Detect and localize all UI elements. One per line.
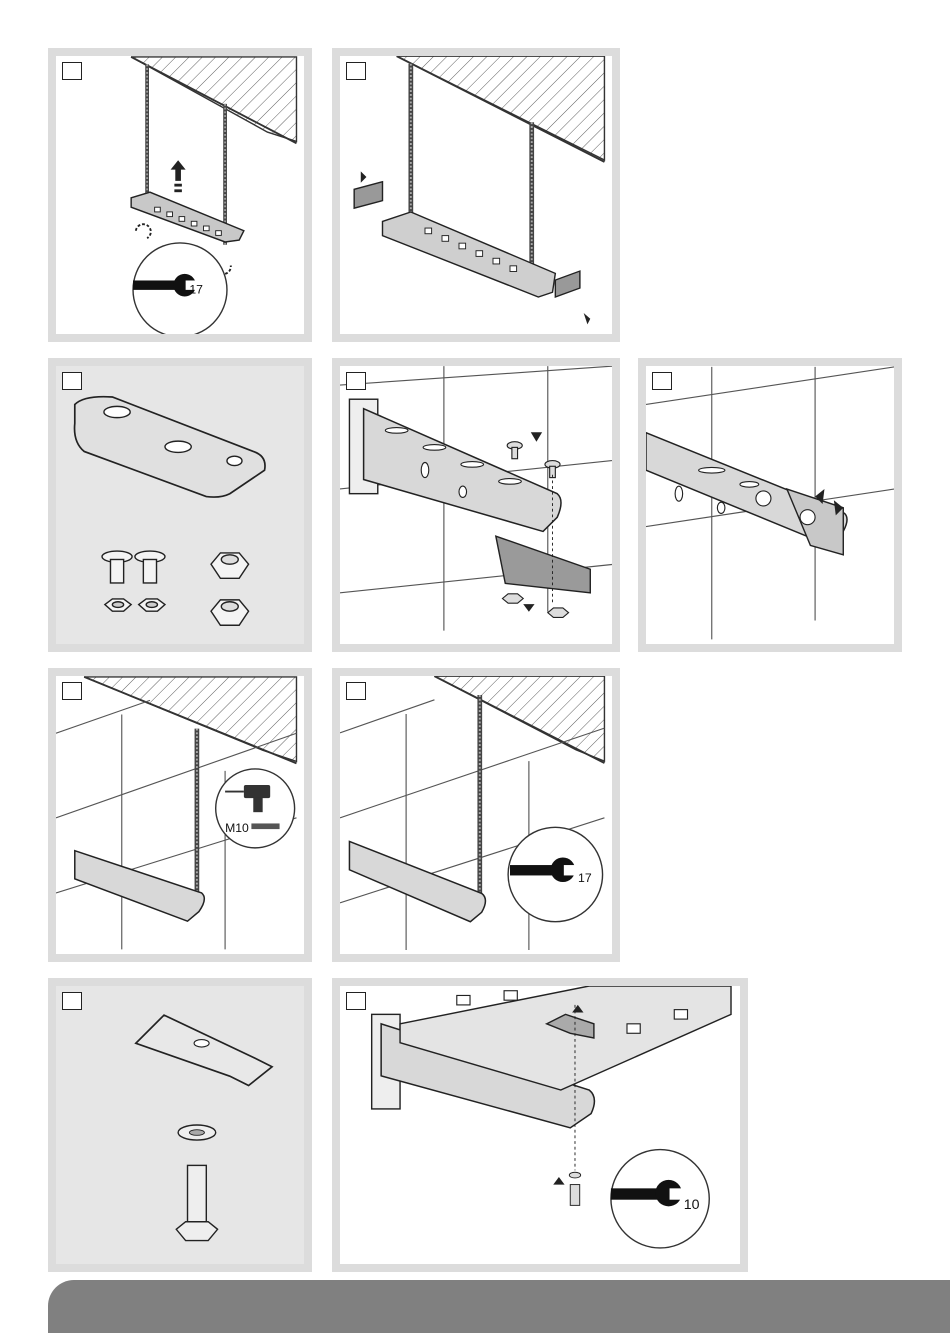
- clamp-plate: [136, 1015, 272, 1085]
- wrench-size-label: 17: [189, 283, 203, 297]
- wrench-size-label: 10: [684, 1197, 700, 1213]
- step-panel-9: 10: [332, 978, 748, 1272]
- cantilever-arm: [349, 841, 485, 921]
- push-arrow-icon: [531, 432, 542, 441]
- step-panel-5: [638, 358, 902, 652]
- bracket-parts-illustration: [56, 366, 304, 644]
- bolt-part: [176, 1165, 217, 1240]
- step-number-box: [652, 372, 672, 390]
- end-cap-right: [555, 271, 580, 297]
- step-panel-3: [48, 358, 312, 652]
- step-panel-4: [332, 358, 620, 652]
- step-number-box: [346, 372, 366, 390]
- end-cap-left: [354, 182, 382, 208]
- push-arrow-icon: [523, 604, 534, 612]
- clamp-parts-illustration: [56, 986, 304, 1264]
- push-arrow-icon: [553, 1177, 564, 1185]
- footer-bar: [48, 1280, 950, 1333]
- step-panel-1: 17: [48, 48, 312, 342]
- step-panel-2: [332, 48, 620, 342]
- nut-part: [105, 553, 249, 625]
- rod-arm-wrench-illustration: 17: [340, 676, 612, 954]
- rod-size-label: M10: [225, 821, 249, 835]
- channel-end-cap-illustration: [340, 56, 612, 334]
- rotate-arrow-icon: [136, 224, 151, 238]
- step-number-box: [62, 682, 82, 700]
- wrench-size-label: 17: [578, 871, 592, 885]
- wall-bracket-assembly-illustration: [340, 366, 612, 644]
- step-number-box: [346, 682, 366, 700]
- wall-plug-icon: [251, 823, 279, 829]
- bolt-part: [507, 442, 560, 478]
- bracket-tightened-illustration: [646, 366, 894, 644]
- push-arrow-icon: [584, 313, 591, 324]
- drill-anchor-illustration: M10: [56, 676, 304, 954]
- nut-part: [502, 594, 568, 618]
- step-panel-8: [48, 978, 312, 1272]
- step-number-box: [62, 62, 82, 80]
- angle-bracket: [496, 536, 590, 593]
- step-panel-6: M10: [48, 668, 312, 962]
- step-number-box: [62, 992, 82, 1010]
- channel-clamp-final-illustration: 10: [340, 986, 740, 1264]
- cantilever-arm: [75, 851, 205, 921]
- push-arrow-icon: [171, 160, 186, 192]
- step-number-box: [346, 62, 366, 80]
- bolt-part: [102, 551, 165, 583]
- push-arrow-icon: [361, 171, 367, 182]
- step-number-box: [62, 372, 82, 390]
- step-number-box: [346, 992, 366, 1010]
- washer-part: [178, 1125, 216, 1140]
- ceiling-rod-channel-illustration: 17: [56, 56, 304, 334]
- step-panel-7: 17: [332, 668, 620, 962]
